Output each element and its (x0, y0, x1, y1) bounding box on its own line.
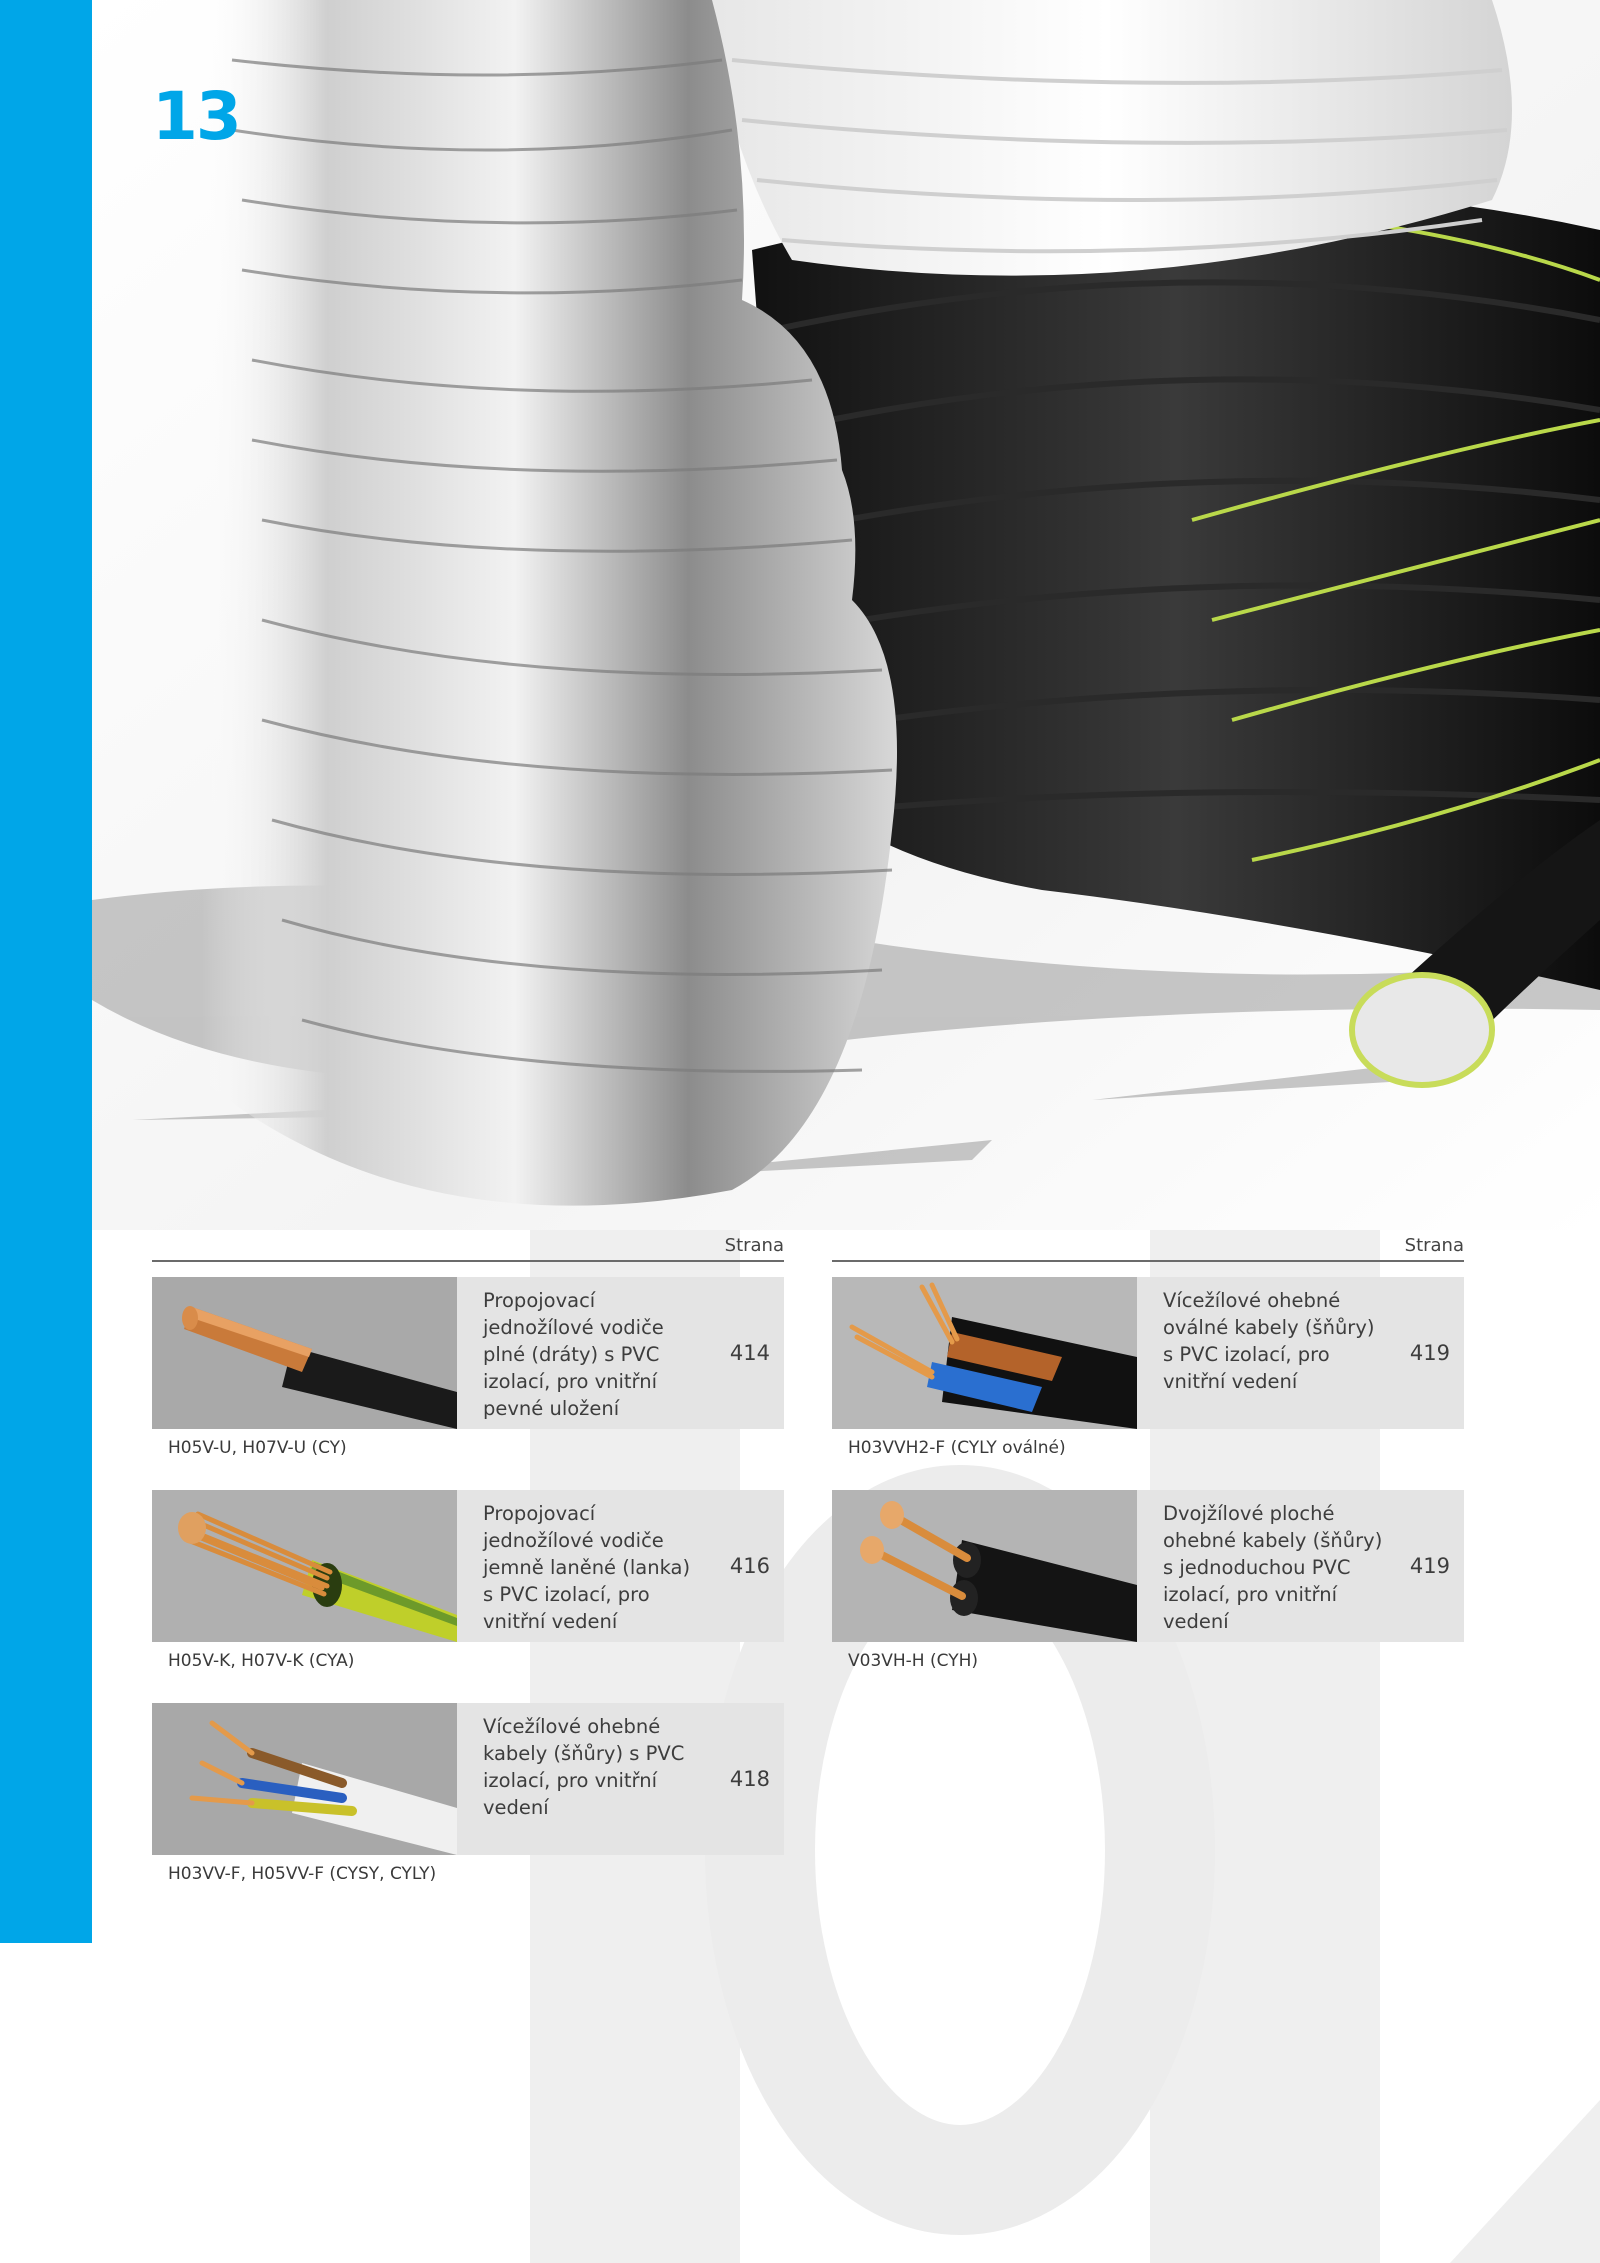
item-code: H05V-K, H07V-K (CYA) (168, 1651, 355, 1671)
item-page-number[interactable]: 419 (1409, 1554, 1450, 1578)
item-box: Propojovací jednožílové vodiče jemně lan… (152, 1490, 784, 1642)
side-band (0, 0, 92, 1943)
item-description: Propojovací jednožílové vodiče jemně lan… (483, 1502, 691, 1633)
item-box: Vícežílové ohebné oválné kabely (šňůry) … (832, 1277, 1464, 1429)
list-item[interactable]: Propojovací jednožílové vodiče plné (drá… (152, 1262, 784, 1475)
left-column: Strana Propojovací jednožílové vodiče pl… (152, 1230, 784, 1901)
item-description: Vícežílové ohebné oválné kabely (šňůry) … (1163, 1289, 1375, 1393)
item-page-number[interactable]: 419 (1409, 1341, 1450, 1365)
right-column: Strana Vícežílové ohebné oválné kabely (… (832, 1230, 1464, 1688)
item-page-number[interactable]: 416 (729, 1554, 770, 1578)
oval-cable-photo-icon (832, 1277, 1137, 1429)
item-box: Vícežílové ohebné kabely (šňůry) s PVC i… (152, 1703, 784, 1855)
list-item[interactable]: Propojovací jednožílové vodiče jemně lan… (152, 1475, 784, 1688)
item-code: V03VH-H (CYH) (848, 1651, 978, 1671)
item-box: Dvojžílové ploché ohebné kabely (šňůry) … (832, 1490, 1464, 1642)
item-code: H03VV-F, H05VV-F (CYSY, CYLY) (168, 1864, 437, 1884)
stranded-wire-photo-icon (152, 1490, 457, 1642)
single-solid-wire-photo-icon (152, 1277, 457, 1429)
page-column-label: Strana (1404, 1235, 1464, 1256)
page-column-label: Strana (724, 1235, 784, 1256)
item-box: Propojovací jednožílové vodiče plné (drá… (152, 1277, 784, 1429)
hero-photo-cable-coils (92, 0, 1600, 1230)
chapter-number: 13 (152, 78, 242, 155)
item-description: Dvojžílové ploché ohebné kabely (šňůry) … (1163, 1502, 1383, 1633)
item-code: H03VVH2-F (CYLY oválné) (848, 1438, 1066, 1458)
item-description: Vícežílové ohebné kabely (šňůry) s PVC i… (483, 1715, 685, 1819)
item-page-number[interactable]: 414 (729, 1341, 770, 1365)
item-description: Propojovací jednožílové vodiče plné (drá… (483, 1289, 664, 1420)
item-code: H05V-U, H07V-U (CY) (168, 1438, 347, 1458)
multicore-flexible-cable-photo-icon (152, 1703, 457, 1855)
right-column-header: Strana (832, 1230, 1464, 1262)
item-page-number[interactable]: 418 (729, 1767, 770, 1791)
list-item[interactable]: Dvojžílové ploché ohebné kabely (šňůry) … (832, 1475, 1464, 1688)
flat-twin-cable-photo-icon (832, 1490, 1137, 1642)
left-column-header: Strana (152, 1230, 784, 1262)
list-item[interactable]: Vícežílové ohebné oválné kabely (šňůry) … (832, 1262, 1464, 1475)
list-item[interactable]: Vícežílové ohebné kabely (šňůry) s PVC i… (152, 1688, 784, 1901)
